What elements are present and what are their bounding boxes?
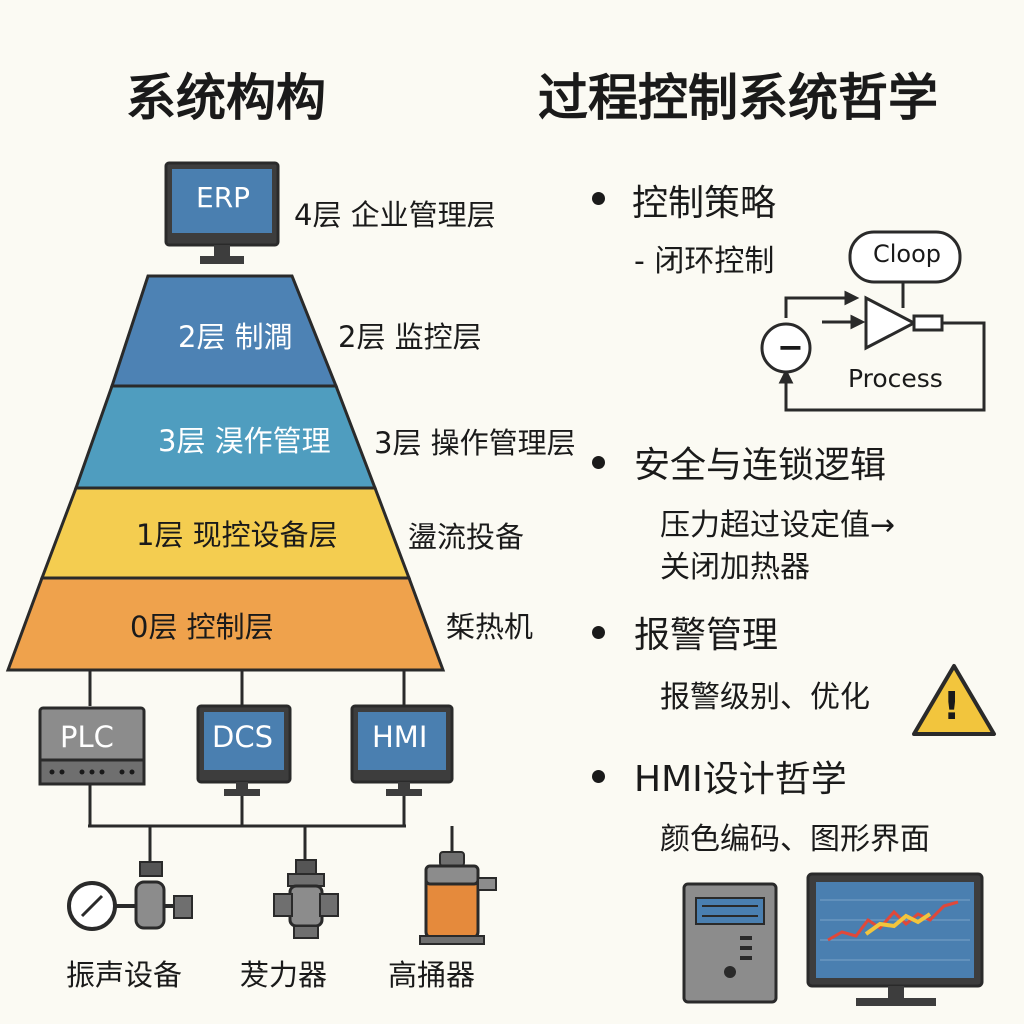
- pc-tower-icon: [682, 882, 778, 1004]
- pressure-gauge-valve-icon: [67, 861, 193, 931]
- bullet-dot: [592, 770, 605, 783]
- right-title: 过程控制系统哲学: [538, 69, 938, 127]
- layer-1-side-label: 盪流投备: [408, 520, 525, 554]
- layer-0-band: [5, 576, 446, 672]
- erp-monitor-icon: [164, 161, 280, 264]
- process-label: Process: [848, 364, 943, 393]
- safety-line-1: 压力超过设定值→: [660, 508, 896, 543]
- layer-0-inner-label: 0层 控制层: [130, 610, 274, 644]
- field-device-2-label: 茇力器: [240, 958, 328, 992]
- layer-3-side-label: 3层 操作管理层: [374, 426, 576, 460]
- summing-minus-label: −: [777, 328, 804, 366]
- trend-monitor-icon: [806, 872, 984, 1006]
- hmi-label: HMI: [372, 720, 428, 754]
- hmi-sub-label: 颜色编码、图形界面: [660, 822, 930, 857]
- safety-interlock-heading: 安全与连锁逻辑: [634, 445, 887, 486]
- plc-label: PLC: [60, 720, 114, 754]
- heater-tank-icon: [419, 851, 497, 945]
- control-valve-icon: [273, 859, 339, 939]
- safety-line-2: 关闭加热器: [660, 550, 810, 585]
- hmi-monitor-icon: [350, 704, 454, 796]
- field-device-3-label: 高捅器: [388, 958, 476, 992]
- layer-3-inner-label: 3层 淏作管理: [158, 424, 331, 458]
- hmi-philosophy-heading: HMI设计哲学: [634, 759, 847, 800]
- alarm-sub-label: 报警级别、优化: [660, 680, 870, 715]
- warning-icon: [912, 664, 996, 736]
- field-device-1-label: 振声设备: [66, 958, 183, 992]
- dcs-monitor-icon: [196, 704, 292, 796]
- bullet-dot: [592, 192, 605, 205]
- warning-exclamation: !: [943, 684, 961, 728]
- layer-4-label: 4层 企业管理层: [294, 198, 496, 232]
- left-title: 系统构构: [126, 69, 326, 127]
- layer-1-inner-label: 1层 现控设备层: [136, 518, 338, 552]
- layer-2-side-label: 2层 监控层: [338, 320, 482, 354]
- cloop-label: Cloop: [873, 240, 942, 268]
- bullet-dot: [592, 626, 605, 639]
- dcs-label: DCS: [212, 720, 273, 754]
- bullet-dot: [592, 456, 605, 469]
- closed-loop-diagram: [760, 230, 986, 412]
- layer-2-inner-label: 2层 制澗: [178, 320, 293, 354]
- alarm-management-heading: 报警管理: [634, 615, 779, 656]
- closed-loop-label: - 闭环控制: [634, 244, 775, 279]
- plc-unit-icon: [38, 706, 146, 786]
- control-strategy-heading: 控制策略: [632, 183, 777, 224]
- erp-screen-label: ERP: [196, 181, 251, 214]
- layer-0-side-label: 椞热机: [446, 610, 534, 644]
